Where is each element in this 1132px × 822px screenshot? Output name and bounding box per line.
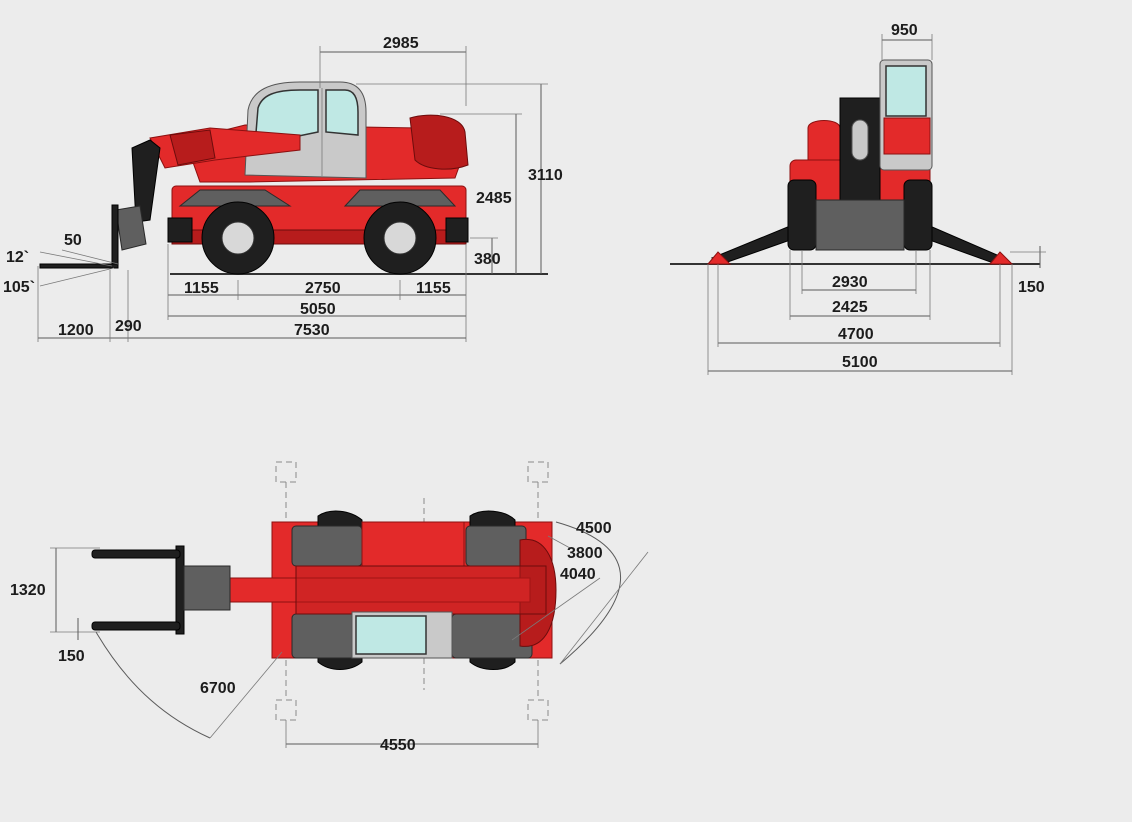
dim-2985: 2985 [383, 35, 419, 52]
front-wheel-hub [221, 221, 255, 255]
top-view: 6700 4500 3800 4040 1320 150 4550 [10, 461, 649, 754]
front-counterweight [807, 120, 841, 161]
dim-2750: 2750 [305, 280, 341, 297]
rear-stabilizer-foot [445, 217, 469, 243]
top-boom-housing [295, 565, 547, 615]
dim-380: 380 [474, 251, 501, 268]
dim-50: 50 [64, 232, 82, 249]
counterweight [409, 114, 469, 170]
cab-front-window [254, 89, 319, 146]
top-fork-left [91, 549, 181, 559]
cab-side-window [325, 89, 359, 136]
dim-1155-rear: 1155 [416, 280, 451, 297]
stabilizer-outline-fr [275, 699, 297, 721]
dim-4550: 4550 [380, 737, 416, 754]
front-carriage [815, 199, 905, 251]
fork-tine [39, 263, 119, 269]
front-view: 950 150 2930 2425 4700 5100 [670, 22, 1046, 375]
dim-5100: 5100 [842, 354, 878, 371]
dim-tilt-12: 12` [6, 249, 29, 266]
dim-3110: 3110 [528, 167, 563, 184]
dim-1155-front: 1155 [184, 280, 219, 297]
stabilizer-outline-rr [527, 699, 549, 721]
front-cab-panel [883, 117, 931, 155]
top-boom [229, 577, 531, 603]
top-fender-fl [291, 525, 363, 567]
right-front-wheel [903, 179, 933, 251]
stabilizer-outline-rl [527, 461, 549, 483]
top-turret [361, 521, 465, 567]
radius-4500-arc [555, 521, 622, 665]
left-front-wheel [787, 179, 817, 251]
front-cab-window [885, 65, 927, 117]
dim-1200: 1200 [58, 322, 94, 339]
front-boom-slot [851, 119, 869, 161]
left-stabilizer-pad [706, 251, 732, 265]
top-fork-carriage [175, 545, 185, 635]
top-fender-rl [465, 525, 527, 567]
fork-sweep-arc [95, 631, 211, 739]
dim-2425: 2425 [832, 299, 868, 316]
dim-4040: 4040 [560, 566, 596, 583]
dim-tilt-105: 105` [3, 279, 35, 296]
dim-5050: 5050 [300, 301, 336, 318]
top-carriage-head [183, 565, 231, 611]
dim-290: 290 [115, 318, 142, 335]
fork-upright [111, 204, 119, 269]
right-stabilizer-leg [923, 225, 1005, 265]
dim-4500: 4500 [576, 520, 612, 537]
dim-2930: 2930 [832, 274, 868, 291]
dim-1320: 1320 [10, 582, 46, 599]
dim-7530: 7530 [294, 322, 330, 339]
dim-950: 950 [891, 22, 918, 39]
dim-150-lift: 150 [1018, 279, 1045, 296]
dim-2485: 2485 [476, 190, 512, 207]
fork-carriage [115, 205, 147, 251]
top-fork-right [91, 621, 181, 631]
stabilizer-outline-fl [275, 461, 297, 483]
rear-wheel-hub [383, 221, 417, 255]
boom-head [169, 129, 216, 166]
front-fender [178, 189, 292, 207]
dim-150-fork: 150 [58, 648, 85, 665]
side-view: 2985 3110 2485 380 50 12` 105` 1155 2750… [3, 35, 563, 342]
rear-fender [343, 189, 457, 207]
right-stabilizer-pad [988, 251, 1014, 265]
front-stabilizer-foot [167, 217, 193, 243]
top-cab-glass [355, 615, 427, 655]
dim-6700: 6700 [200, 680, 236, 697]
dim-3800: 3800 [567, 545, 603, 562]
dim-4700: 4700 [838, 326, 874, 343]
